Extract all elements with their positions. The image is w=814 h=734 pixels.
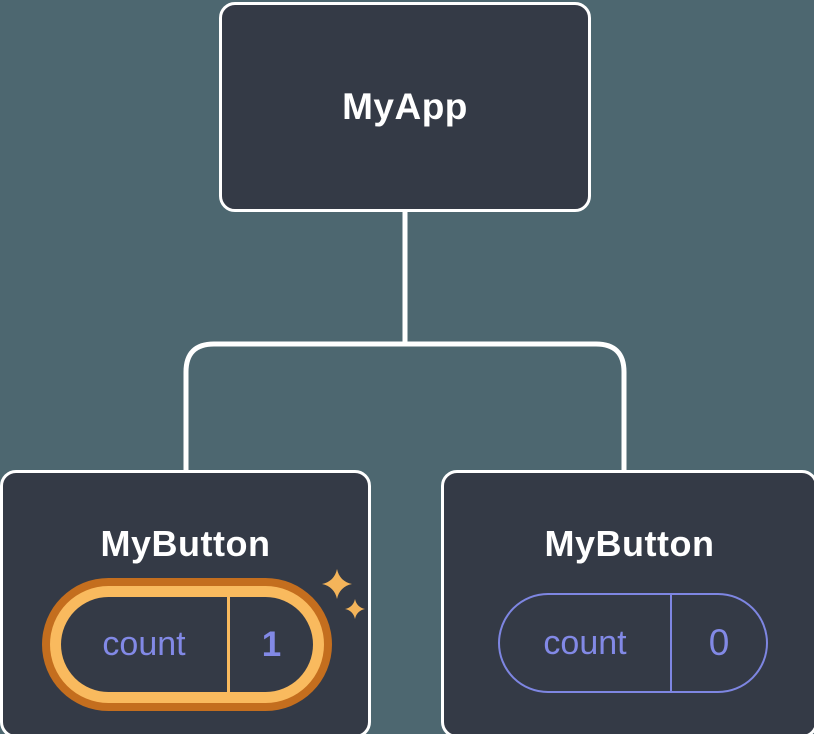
state-value: 1	[261, 624, 282, 664]
state-badge-highlighted: count 1	[42, 578, 332, 711]
sparkle-icon	[345, 599, 365, 619]
state-badge: count 0	[498, 593, 768, 693]
branch-line	[183, 341, 627, 475]
sparkle-icon	[322, 569, 352, 599]
state-key-label: count	[543, 623, 627, 662]
highlight-ring: count 1	[50, 586, 324, 703]
component-node-button-left: MyButton count 1	[0, 470, 371, 734]
component-title: MyApp	[342, 86, 468, 127]
component-node-root: MyApp	[219, 2, 591, 212]
state-value: 0	[708, 622, 730, 663]
component-node-button-right: MyButton count 0	[441, 470, 814, 734]
state-key-cell: count	[61, 597, 227, 692]
state-key-label: count	[102, 625, 186, 663]
component-title: MyButton	[544, 523, 715, 564]
component-title: MyButton	[100, 523, 271, 564]
state-key-cell: count	[500, 595, 670, 691]
state-pill: count 1	[61, 597, 313, 692]
state-value-cell: 1	[227, 597, 313, 692]
state-value-cell: 0	[670, 595, 766, 691]
